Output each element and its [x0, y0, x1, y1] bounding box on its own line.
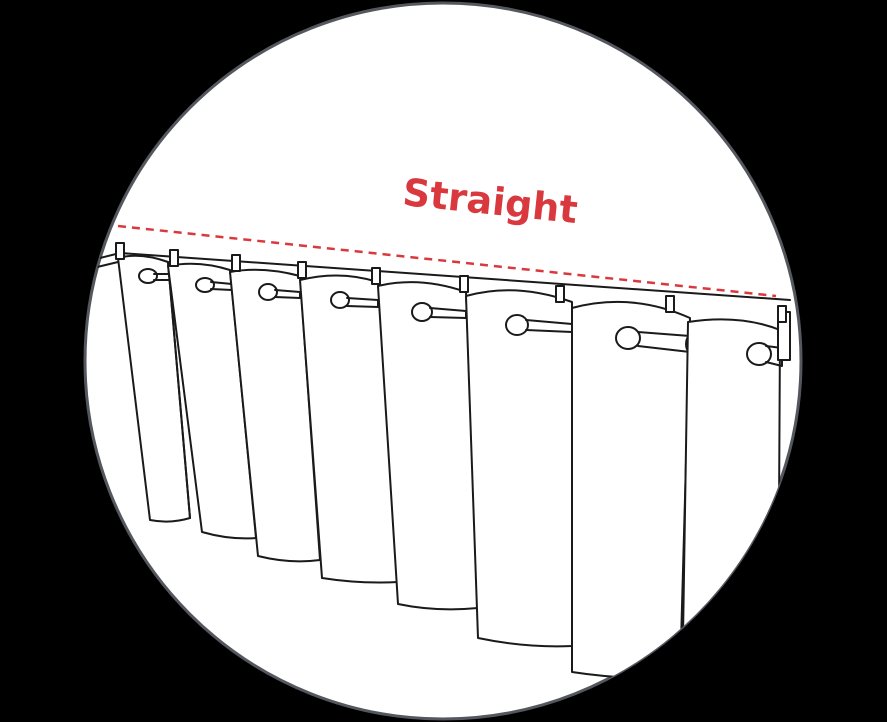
- grommet: [258, 283, 278, 301]
- grommet: [505, 314, 529, 336]
- clip: [459, 275, 469, 293]
- clip: [371, 267, 381, 285]
- curtain-panel: [571, 300, 695, 680]
- curtain-panel: [681, 311, 791, 704]
- curtain-panel: [465, 289, 573, 648]
- clip: [115, 242, 125, 260]
- grommet: [195, 277, 215, 293]
- grommet: [138, 268, 158, 284]
- grommet: [330, 291, 350, 309]
- straight-guide-line: [117, 224, 777, 298]
- grommet: [411, 302, 433, 322]
- clip: [777, 305, 787, 323]
- curtain-clips: [115, 242, 787, 323]
- grommet: [746, 342, 772, 366]
- clip: [297, 261, 307, 279]
- clip: [169, 249, 179, 267]
- clip: [555, 285, 565, 303]
- clip: [665, 295, 675, 313]
- grommet: [615, 326, 641, 350]
- clip: [231, 254, 241, 272]
